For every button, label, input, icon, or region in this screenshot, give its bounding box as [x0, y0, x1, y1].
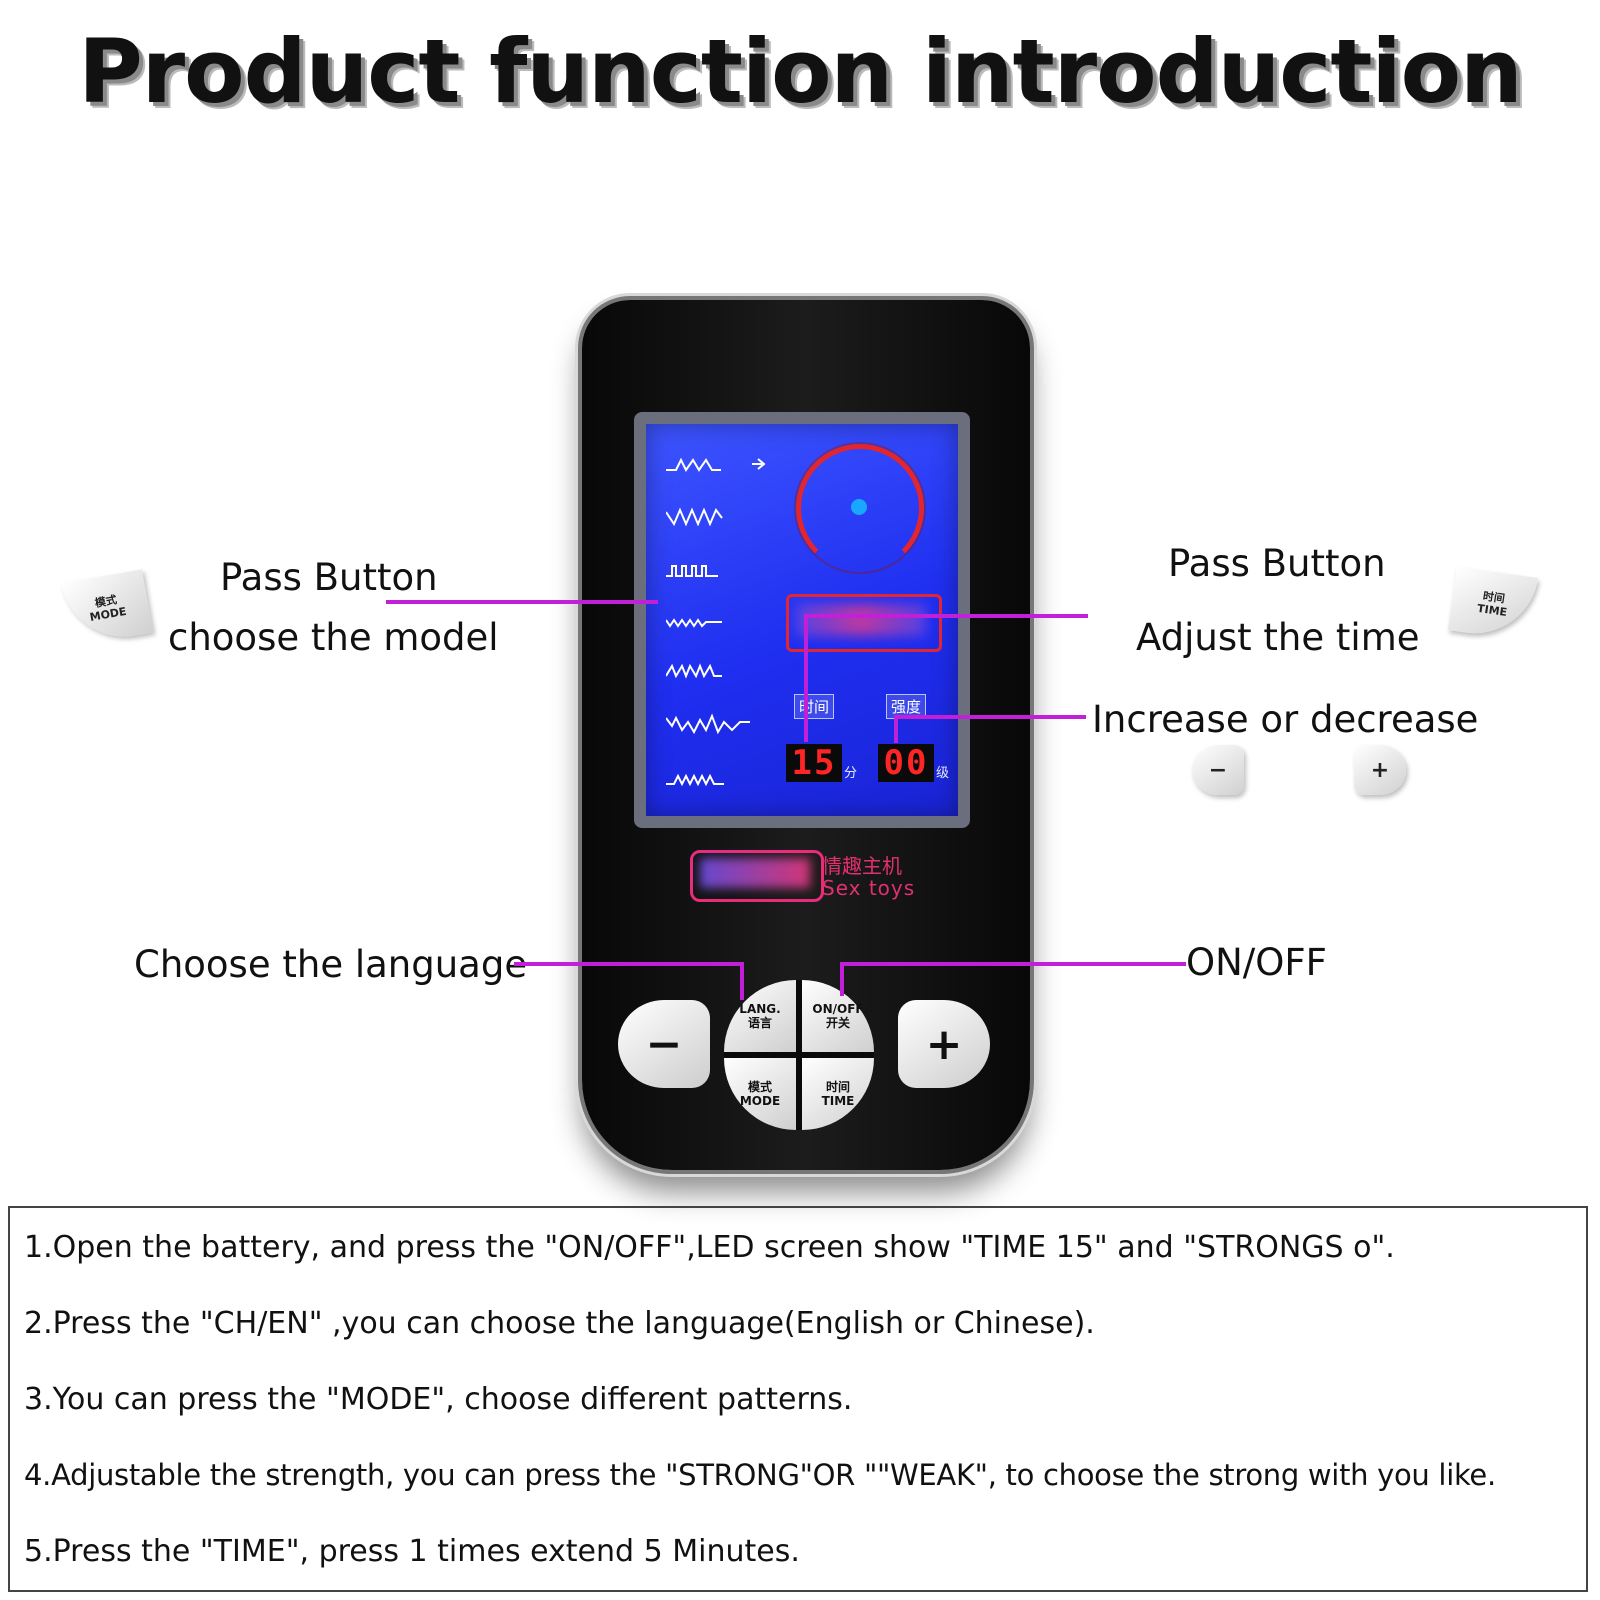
brand-logo-frame: [690, 850, 824, 902]
intensity-dot: [851, 499, 867, 515]
increase-button[interactable]: +: [898, 1000, 990, 1088]
mode-callout-line: [386, 600, 658, 604]
language-button[interactable]: LANG.语言: [724, 980, 796, 1052]
minus-reference-button: −: [1192, 745, 1244, 795]
time-label-line1: Pass Button: [1168, 542, 1386, 585]
language-callout-drop: [740, 962, 744, 1000]
power-callout-line: [840, 962, 1186, 966]
instructions-box: 1.Open the battery, and press the "ON/OF…: [8, 1206, 1588, 1592]
instruction-step-5: 5.Press the "TIME", press 1 times extend…: [24, 1534, 800, 1569]
time-callout-drop: [804, 614, 808, 742]
screen-logo-frame: [786, 594, 942, 652]
wave-pattern-6-icon: [666, 713, 750, 735]
plus-reference-button: +: [1354, 745, 1406, 795]
strength-display: 00: [878, 744, 934, 782]
strength-callout-line: [894, 715, 1086, 719]
time-tag: 时间: [794, 694, 835, 719]
strength-callout-drop: [894, 715, 898, 743]
decrease-button[interactable]: −: [618, 1000, 710, 1088]
strength-tag: 强度: [886, 694, 927, 719]
instruction-step-3: 3.You can press the "MODE", choose diffe…: [24, 1382, 853, 1417]
brand-cn-text: 情趣主机: [822, 854, 902, 878]
time-display: 15: [786, 744, 842, 782]
lcd-screen: 时间 强度 15 分 00 级: [646, 424, 958, 816]
wave-pattern-4-icon: [666, 618, 722, 628]
screen-frame: 时间 强度 15 分 00 级: [634, 412, 970, 828]
screen-logo: [796, 604, 926, 636]
power-callout-drop: [840, 962, 844, 996]
instruction-step-4: 4.Adjustable the strength, you can press…: [24, 1458, 1496, 1492]
pointer-icon: [752, 458, 766, 470]
instruction-step-1: 1.Open the battery, and press the "ON/OF…: [24, 1230, 1395, 1265]
wave-pattern-7-icon: [666, 773, 724, 787]
brand-logo: [700, 858, 810, 888]
instruction-step-2: 2.Press the "CH/EN" ,you can choose the …: [24, 1306, 1095, 1341]
wave-pattern-2-icon: [666, 507, 723, 527]
wave-pattern-1-icon: [666, 457, 721, 472]
power-label: ON/OFF: [1186, 941, 1327, 984]
language-callout-line: [514, 962, 742, 966]
language-label: Choose the language: [134, 943, 528, 986]
wave-pattern-3-icon: [666, 565, 718, 577]
brand-en-text: Sex toys: [822, 876, 916, 900]
time-label-line2: Adjust the time: [1136, 616, 1420, 659]
time-callout-line: [804, 614, 1088, 618]
stimulator-device: 时间 强度 15 分 00 级 情趣主机 Sex toys − LANG.语言 …: [582, 300, 1030, 1170]
mode-label-line1: Pass Button: [220, 556, 438, 599]
strength-unit: 级: [936, 766, 950, 781]
mode-label-line2: choose the model: [168, 616, 499, 659]
strength-label: Increase or decrease: [1092, 698, 1479, 741]
wave-pattern-5-icon: [666, 663, 722, 679]
page-title: Product function introduction: [78, 20, 1522, 123]
intensity-ring: [796, 444, 924, 572]
time-unit: 分: [844, 766, 858, 781]
